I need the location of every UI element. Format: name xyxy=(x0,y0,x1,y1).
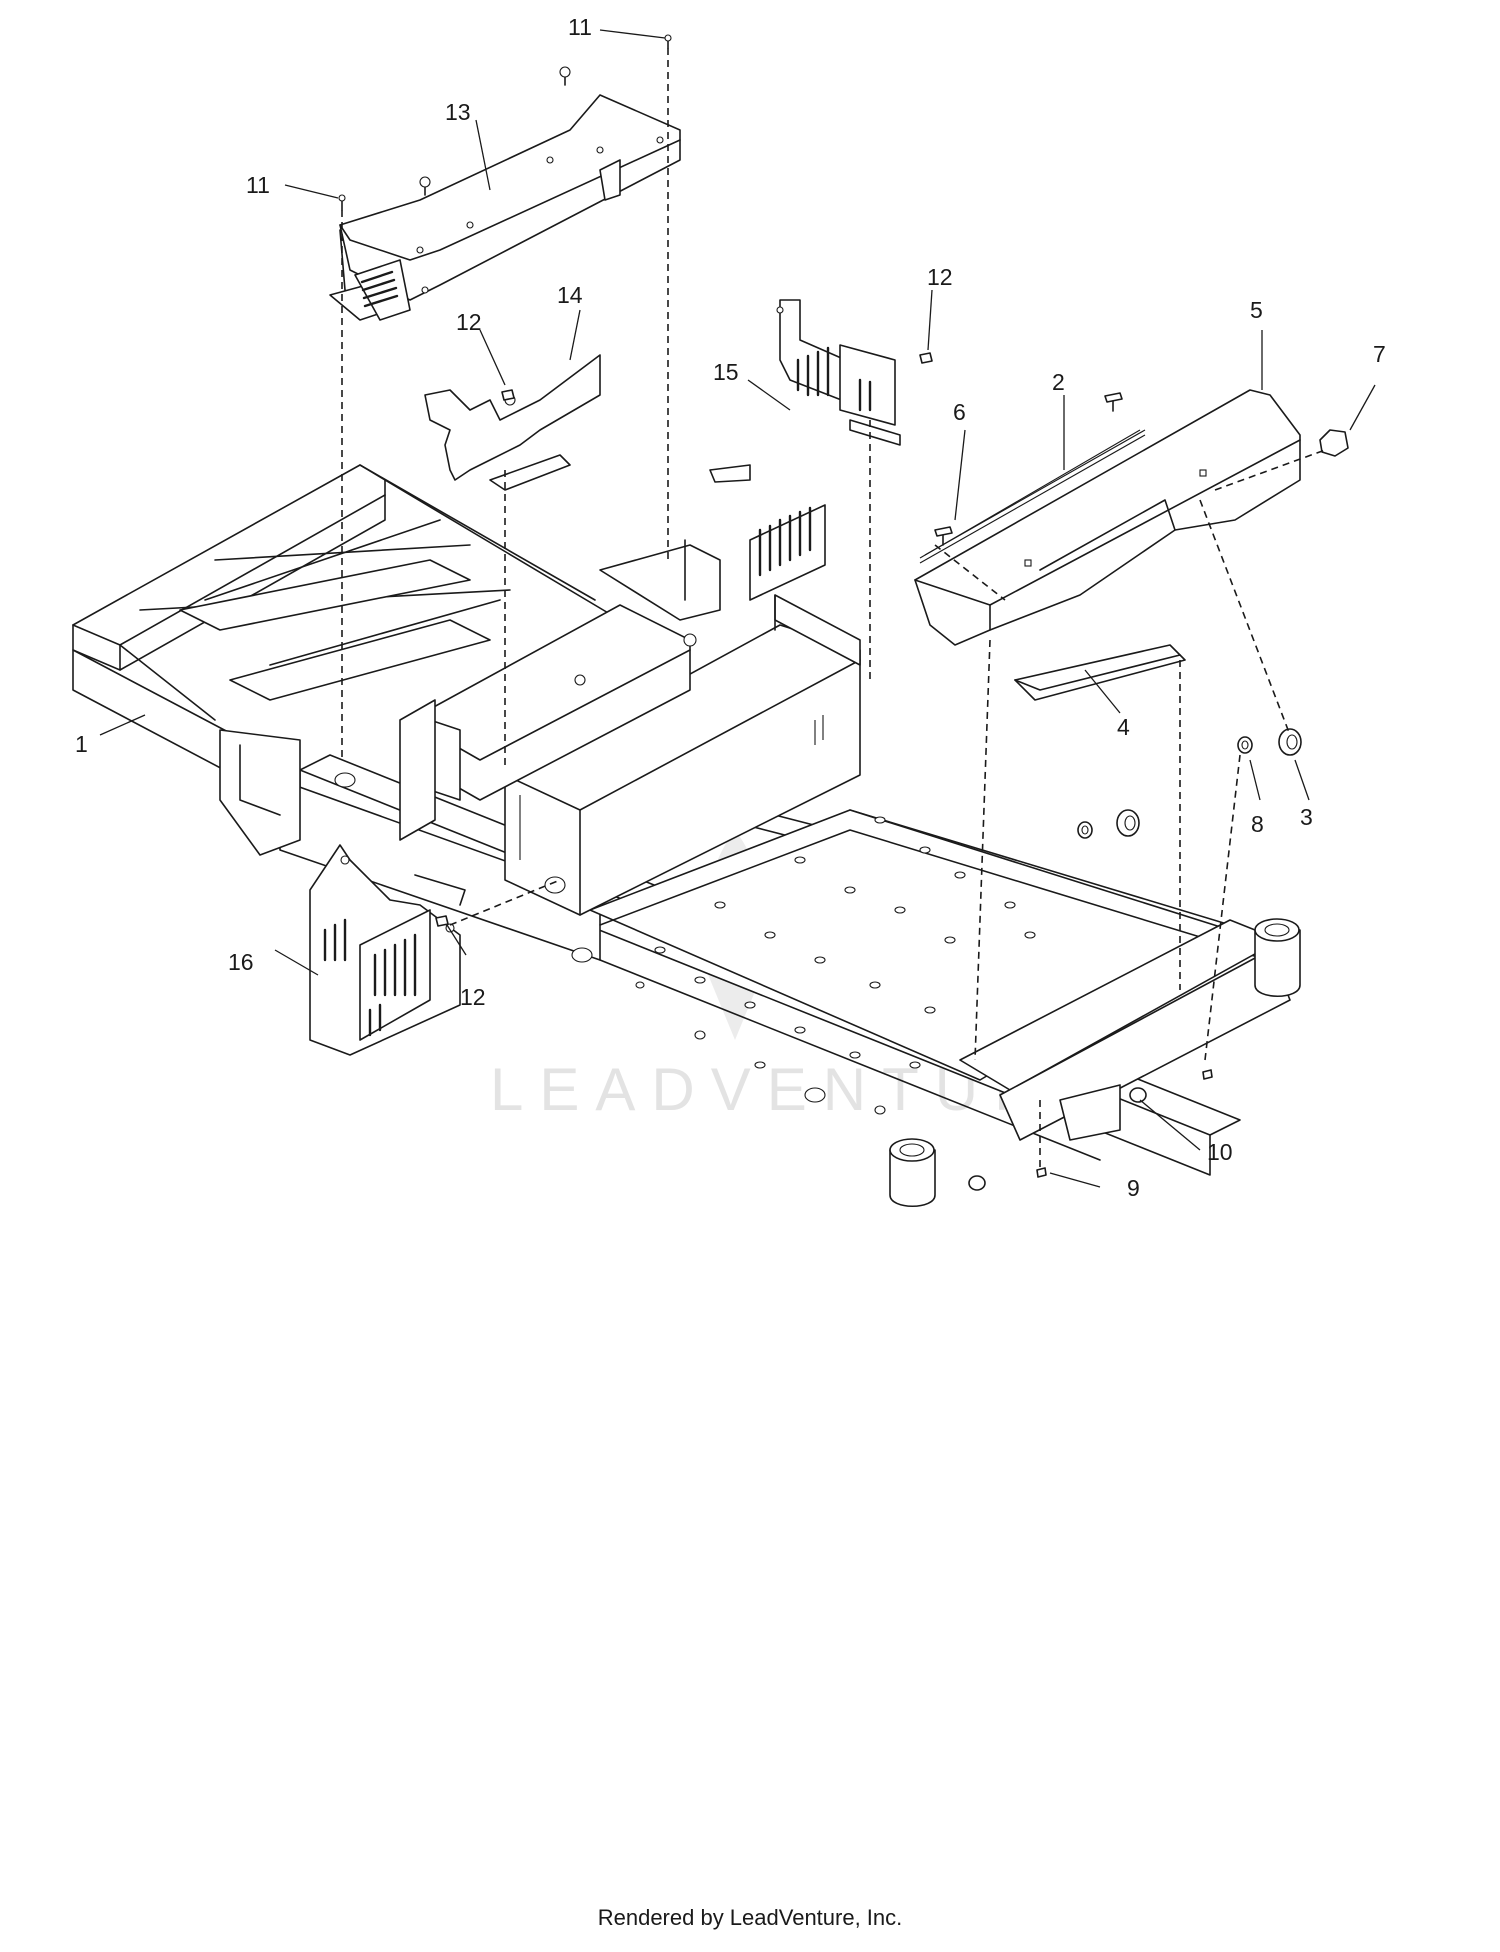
callout-11-left: 11 xyxy=(246,172,270,198)
part-4-trim xyxy=(1014,644,1186,701)
callout-1: 1 xyxy=(75,731,88,757)
part-2-strip xyxy=(919,429,1146,564)
callout-3: 3 xyxy=(1300,804,1313,830)
part-3-bushing xyxy=(1116,728,1302,837)
part-5-panel xyxy=(914,389,1301,646)
callout-2: 2 xyxy=(1052,369,1065,395)
assembly-lines xyxy=(341,48,1326,1170)
part-9-screw xyxy=(1036,1069,1213,1178)
callout-12-center: 12 xyxy=(456,309,482,335)
part-12-screws xyxy=(435,352,933,927)
rendered-by-footer: Rendered by LeadVenture, Inc. xyxy=(597,1905,903,1930)
cover-vent-slots xyxy=(360,270,399,308)
callout-16: 16 xyxy=(228,949,254,975)
shield-15-upper-slots xyxy=(796,346,872,412)
callouts: 1 2 3 4 5 6 7 8 9 10 11 11 12 12 12 13 1… xyxy=(75,14,1386,1201)
callout-7: 7 xyxy=(1373,341,1386,367)
callout-15: 15 xyxy=(713,359,739,385)
part-13-cover-plate xyxy=(329,34,681,321)
callout-13: 13 xyxy=(445,99,471,125)
part-16-shield xyxy=(309,844,466,1056)
part-8-washer xyxy=(1077,736,1253,839)
shield-16-slots xyxy=(323,918,417,1037)
callout-11-top: 11 xyxy=(568,14,592,40)
callout-12-lower: 12 xyxy=(460,984,486,1010)
callout-9: 9 xyxy=(1127,1175,1140,1201)
callout-8: 8 xyxy=(1251,811,1264,837)
callout-6: 6 xyxy=(953,399,966,425)
shield-15-slots xyxy=(758,506,812,577)
callout-12-right: 12 xyxy=(927,264,953,290)
callout-10: 10 xyxy=(1207,1139,1233,1165)
part-7-knob xyxy=(1319,429,1349,457)
part-15-shield xyxy=(709,299,901,601)
callout-5: 5 xyxy=(1250,297,1263,323)
part-6-screw xyxy=(934,392,1123,546)
deck-holes xyxy=(654,816,1036,1069)
leader-lines xyxy=(99,29,1376,1188)
callout-14: 14 xyxy=(557,282,583,308)
callout-4: 4 xyxy=(1117,714,1130,740)
part-14-bracket xyxy=(424,354,601,491)
seat-support-box xyxy=(399,539,861,916)
part-10-nut xyxy=(968,1087,1147,1191)
